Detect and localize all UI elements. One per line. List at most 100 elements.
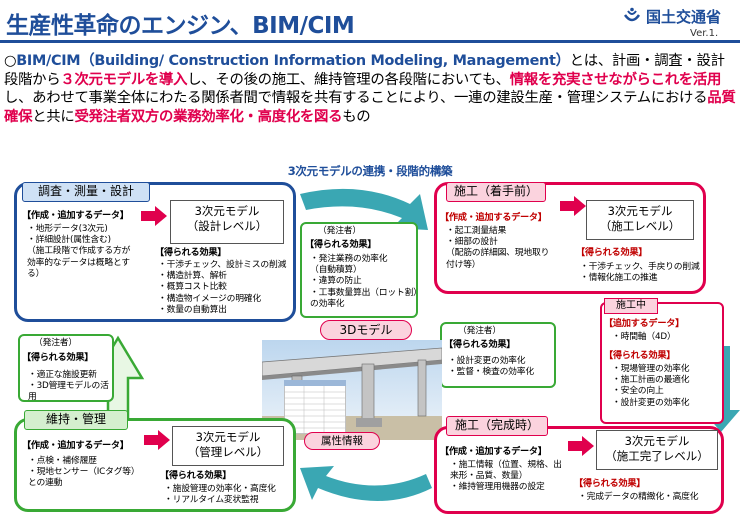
model-title: 3次元モデル (195, 430, 261, 444)
construction-done-effect-list: ・完成データの精緻化・高度化 (578, 492, 724, 503)
construction-mid-data-header: 【追加するデータ】 (604, 318, 684, 329)
orderer-top-note (300, 222, 418, 318)
construction-mid-data-list: ・時間軸（4D） (612, 332, 676, 343)
arrow-done-to-maintenance (300, 466, 432, 501)
list-item: 付け等） (446, 259, 481, 270)
orderer-left-list: ・適正な施設更新 ・3D管理モデルの活用 (28, 370, 114, 404)
maintenance-model-box: 3次元モデル （管理レベル） (172, 426, 284, 466)
list-item: ・起工測量結果 (446, 226, 507, 236)
list-item: の効率化 (310, 298, 345, 309)
model-3d-label-pill (320, 320, 412, 340)
logo-text: 国土交通省 (646, 7, 722, 26)
intro-text: もの (342, 108, 371, 125)
construction-done-tab: 施工（完成時） (446, 416, 548, 436)
list-item: ・現場管理の効率化 (612, 364, 690, 374)
list-item: ・時間軸（4D） (612, 332, 676, 342)
maintenance-effect-header: 【得られる効果】 (160, 470, 232, 481)
mlit-emblem-icon (623, 7, 641, 22)
list-item: ・施工計画の最適化 (612, 375, 690, 386)
model-level: （管理レベル） (187, 445, 269, 459)
list-item: （施工段階で作成する方が (27, 246, 131, 257)
list-item: ・構造物イメージの明確化 (158, 293, 261, 304)
attribute-table-screenshot (284, 380, 346, 434)
list-item: ・設計変更の効率化 (448, 356, 526, 366)
intro-paragraph: ○BIM/CIM（Building/ Construction Informat… (4, 52, 736, 126)
construction-start-data-list: ・起工測量結果 ・細部の設計 （配筋の詳細図、現地取り 付け等） (446, 226, 564, 271)
list-item: ・干渉チェック、手戻りの削減 (580, 262, 700, 272)
construction-mid-tab: 施工中 (604, 298, 658, 314)
page-title: 生産性革命のエンジン、BIM/CIM (6, 13, 355, 39)
intro-highlight-efficiency: 受発注者双方の業務効率化・高度化を図る (74, 108, 343, 125)
list-item: ・数量の自動算出 (158, 304, 227, 315)
model-3d-label: 3Dモデル (339, 323, 393, 337)
construction-done-model-box: 3次元モデル （施工完了レベル） (596, 430, 718, 470)
orderer-top-title: （発注者） (318, 226, 361, 236)
survey-effect-header: 【得られる効果】 (155, 247, 227, 258)
list-item: ・地形データ(3次元) (27, 224, 108, 234)
construction-start-tab: 施工（着手前） (446, 182, 546, 202)
list-item: ・3D管理モデルの活用 (28, 381, 109, 403)
list-item: ・リアルタイム変状監視 (164, 495, 259, 506)
intro-bullet: ○ (4, 53, 17, 69)
list-item: ・詳細設計(属性含む) (27, 235, 111, 246)
orderer-left-header: 【得られる効果】 (22, 352, 94, 363)
list-item: ・設計変更の効率化 (612, 397, 690, 408)
orderer-mid-list: ・設計変更の効率化 ・監督・検査の効率化 (448, 356, 556, 378)
list-item: ・細部の設計 (446, 237, 498, 248)
construction-done-data-list: ・施工情報（位置、規格、出 来形・品質、数量） ・維持管理用機器の設定 (450, 460, 570, 494)
maintenance-data-header: 【作成・追加するデータ】 (22, 440, 129, 451)
list-item: との連動 (28, 478, 63, 489)
list-item: ・現地センサー（ICタグ等） (28, 467, 140, 478)
construction-done-data-header: 【作成・追加するデータ】 (440, 446, 547, 457)
intro-highlight-3d: ３次元モデルを導入 (60, 71, 188, 88)
maintenance-red-arrow-icon (144, 430, 170, 450)
title-underline (0, 40, 740, 43)
attribute-label-pill (304, 432, 380, 450)
orderer-mid-title: （発注者） (458, 326, 501, 336)
orderer-left-note (18, 334, 114, 402)
list-item: ・監督・検査の効率化 (448, 367, 534, 378)
list-item: ・安全の向上 (612, 386, 664, 397)
survey-data-list: ・地形データ(3次元) ・詳細設計(属性含む) （施工段階で作成する方が 効率的… (27, 224, 137, 280)
construction-done-effect-header: 【得られる効果】 (574, 478, 646, 489)
orderer-top-header: 【得られる効果】 (305, 239, 377, 250)
orderer-mid-note (440, 322, 556, 388)
model-title: 3次元モデル (624, 434, 690, 448)
list-item: ・情報化施工の推進 (580, 273, 658, 284)
intro-text: とは、計画・調査・設計段階から (4, 53, 725, 88)
construction-start-data-header: 【作成・追加するデータ】 (440, 212, 547, 223)
list-item: ・完成データの精緻化・高度化 (578, 492, 699, 502)
construction-start-model-box: 3次元モデル （施工レベル） (586, 200, 694, 240)
list-item: ・違算の防止 (310, 276, 362, 287)
list-item: ・概算コスト比較 (158, 282, 227, 293)
list-item: ・施工情報（位置、規格、出 (450, 460, 562, 470)
maintenance-data-list: ・点検・補修履歴 ・現地センサー（ICタグ等） との連動 (28, 456, 148, 490)
construction-mid-effect-list: ・現場管理の効率化 ・施工計画の最適化 ・安全の向上 ・設計変更の効率化 (612, 364, 724, 409)
construction-mid-box (600, 302, 724, 424)
model-level: （設計レベル） (186, 219, 268, 233)
list-item: ・発注業務の効率化 (310, 254, 388, 264)
list-item: ・適正な施設更新 (28, 370, 97, 380)
survey-effect-list: ・干渉チェック、設計ミスの削減 ・構造計算、解析 ・概算コスト比較 ・構造物イメ… (158, 260, 294, 316)
list-item: ・点検・補修履歴 (28, 456, 97, 466)
section-title: 3次元モデルの連携・段階的構築 (287, 164, 453, 178)
model-level: （施工レベル） (599, 219, 681, 233)
orderer-left-title: （発注者） (34, 338, 77, 348)
list-item: ・維持管理用機器の設定 (450, 482, 545, 493)
orderer-mid-header: 【得られる効果】 (444, 339, 516, 350)
list-item: （自動積算） (310, 265, 362, 276)
survey-model-box: 3次元モデル （設計レベル） (170, 200, 284, 244)
list-item: ・施設管理の効率化・高度化 (164, 484, 276, 494)
intro-text: し、その後の施工、維持管理の各段階においても、 (187, 71, 510, 88)
list-item: 効率的なデータは概略とす (27, 257, 130, 268)
construction-start-effect-header: 【得られる効果】 (576, 247, 648, 258)
list-item: 来形・品質、数量） (450, 471, 528, 482)
construction-done-red-arrow-icon (568, 436, 594, 456)
intro-highlight-quality: 品質確保 (4, 90, 736, 125)
intro-bimcim-term: BIM/CIM（Building/ Construction Informati… (16, 53, 570, 69)
model-level: （施工完了レベル） (605, 449, 709, 463)
construction-mid-effect-header: 【得られる効果】 (604, 350, 676, 361)
construction-start-red-arrow-icon (560, 196, 586, 216)
survey-data-header: 【作成・追加するデータ】 (22, 210, 129, 221)
list-item: ・構造計算、解析 (158, 271, 227, 282)
